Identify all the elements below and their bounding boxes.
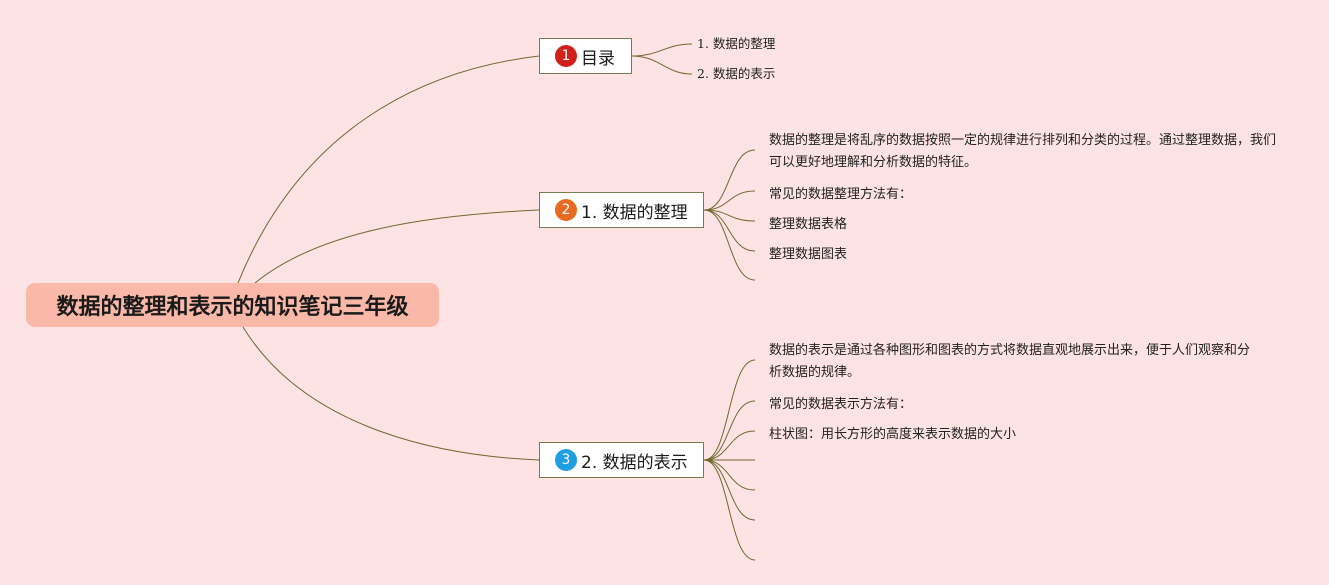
note-organization-definition[interactable]: 数据的整理是将乱序的数据按照一定的规律进行排列和分类的过程。通过整理数据，我们可… — [769, 133, 1277, 170]
note-representation-methods[interactable]: 常见的数据表示方法有： — [769, 397, 913, 412]
branch-3-leaf-line — [703, 430, 756, 461]
branch-3-leaf-line — [703, 459, 756, 491]
branch-data-organization[interactable]: 2 1. 数据的整理 — [539, 192, 704, 228]
branch-3-leaf-line — [703, 400, 756, 461]
branch-2-leaf-line — [703, 149, 756, 211]
branch-1-leaf-line — [631, 43, 693, 57]
branch-2-leaf-line — [703, 190, 756, 211]
toc-item[interactable]: 1. 数据的整理 — [697, 36, 776, 51]
branch-2-leaf-line — [703, 209, 756, 252]
branch-3-leaf-line — [703, 459, 756, 521]
note-bar-chart[interactable]: 柱状图：用长方形的高度来表示数据的大小 — [769, 427, 1017, 442]
branch-1-leaf-line — [631, 55, 693, 75]
note-organize-table[interactable]: 整理数据表格 — [769, 217, 848, 232]
root-topic-label: 数据的整理和表示的知识笔记三年级 — [56, 295, 409, 320]
branch-label: 1. 数据的整理 — [581, 202, 688, 223]
branch-3-leaf-line — [703, 359, 756, 461]
branch-table-of-contents[interactable]: 1 目录 — [539, 38, 632, 74]
branch-label: 目录 — [581, 48, 615, 69]
note-organize-chart[interactable]: 整理数据图表 — [769, 247, 848, 262]
branch-3-leaf-line — [703, 459, 756, 561]
number-1-icon: 1 — [555, 45, 577, 67]
branch-data-representation[interactable]: 3 2. 数据的表示 — [539, 442, 704, 478]
root-to-branch-1-line — [237, 55, 540, 284]
branch-2-leaf-line — [703, 209, 756, 281]
toc-item[interactable]: 2. 数据的表示 — [697, 66, 776, 81]
branch-2-leaf-line — [703, 209, 756, 222]
root-to-branch-3-line — [242, 326, 540, 461]
branch-label: 2. 数据的表示 — [581, 452, 688, 473]
root-topic[interactable]: 数据的整理和表示的知识笔记三年级 — [26, 283, 439, 327]
number-2-icon: 2 — [555, 199, 577, 221]
number-3-icon: 3 — [555, 449, 577, 471]
note-representation-definition[interactable]: 数据的表示是通过各种图形和图表的方式将数据直观地展示出来，便于人们观察和分析数据… — [769, 343, 1251, 380]
note-organization-methods[interactable]: 常见的数据整理方法有： — [769, 187, 913, 202]
root-to-branch-2-line — [254, 209, 540, 284]
